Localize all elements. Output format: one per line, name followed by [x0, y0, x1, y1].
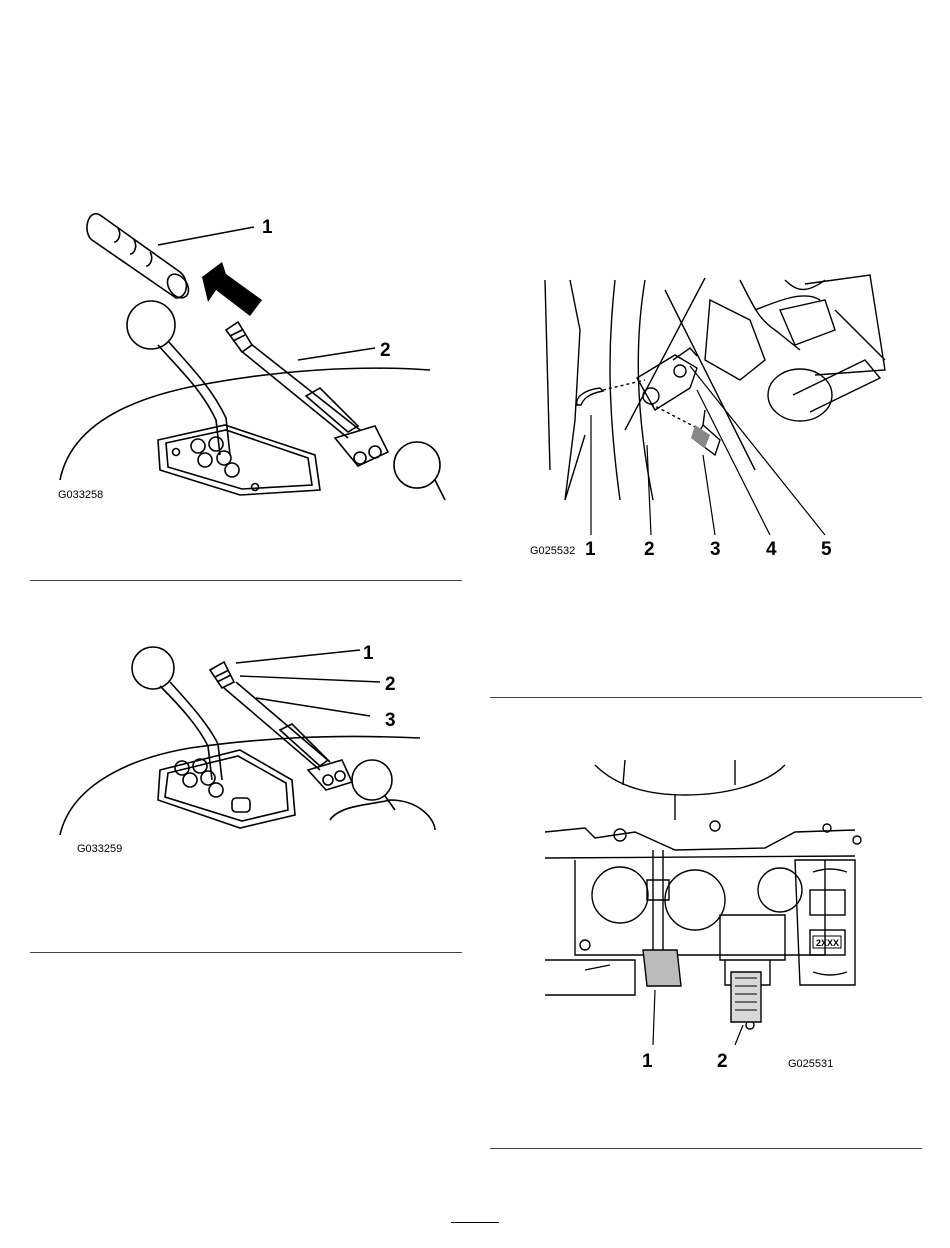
figure-lever-markings: 1 2 3 G033259 — [30, 630, 460, 860]
figure-code: G025532 — [530, 545, 575, 557]
callout-4: 4 — [766, 539, 777, 560]
callout-2: 2 — [644, 539, 655, 560]
callout-2: 2 — [380, 340, 391, 361]
callout-1: 1 — [262, 217, 273, 238]
figure-divider — [30, 952, 462, 953]
pedals-illustration: 2XXX 1 2 G025531 — [535, 760, 875, 1075]
callout-2: 2 — [385, 674, 396, 695]
callout-1: 1 — [642, 1051, 653, 1072]
figure-code: G025531 — [788, 1058, 833, 1070]
figure-divider — [490, 697, 922, 698]
figure-code: G033258 — [58, 489, 103, 501]
figure-divider — [490, 1148, 922, 1149]
figure-divider — [30, 580, 462, 581]
figure-pedals: 2XXX 1 2 G025531 — [535, 760, 875, 1075]
plate-label: 2XXX — [816, 938, 839, 948]
callout-1: 1 — [585, 539, 596, 560]
callout-3: 3 — [385, 710, 396, 731]
figure-code: G033259 — [77, 843, 122, 855]
lever-grip-illustration: 1 2 G033258 — [30, 200, 460, 520]
callout-2: 2 — [717, 1051, 728, 1072]
callout-1: 1 — [363, 643, 374, 664]
page-footer-rule — [451, 1222, 499, 1223]
linkage-illustration: 1 2 3 4 5 G025532 — [525, 270, 895, 570]
figure-lever-grip-removal: 1 2 G033258 — [30, 200, 460, 520]
lever-markings-illustration: 1 2 3 G033259 — [30, 630, 460, 860]
callout-5: 5 — [821, 539, 832, 560]
figure-linkage-detail: 1 2 3 4 5 G025532 — [525, 270, 895, 570]
callout-3: 3 — [710, 539, 721, 560]
